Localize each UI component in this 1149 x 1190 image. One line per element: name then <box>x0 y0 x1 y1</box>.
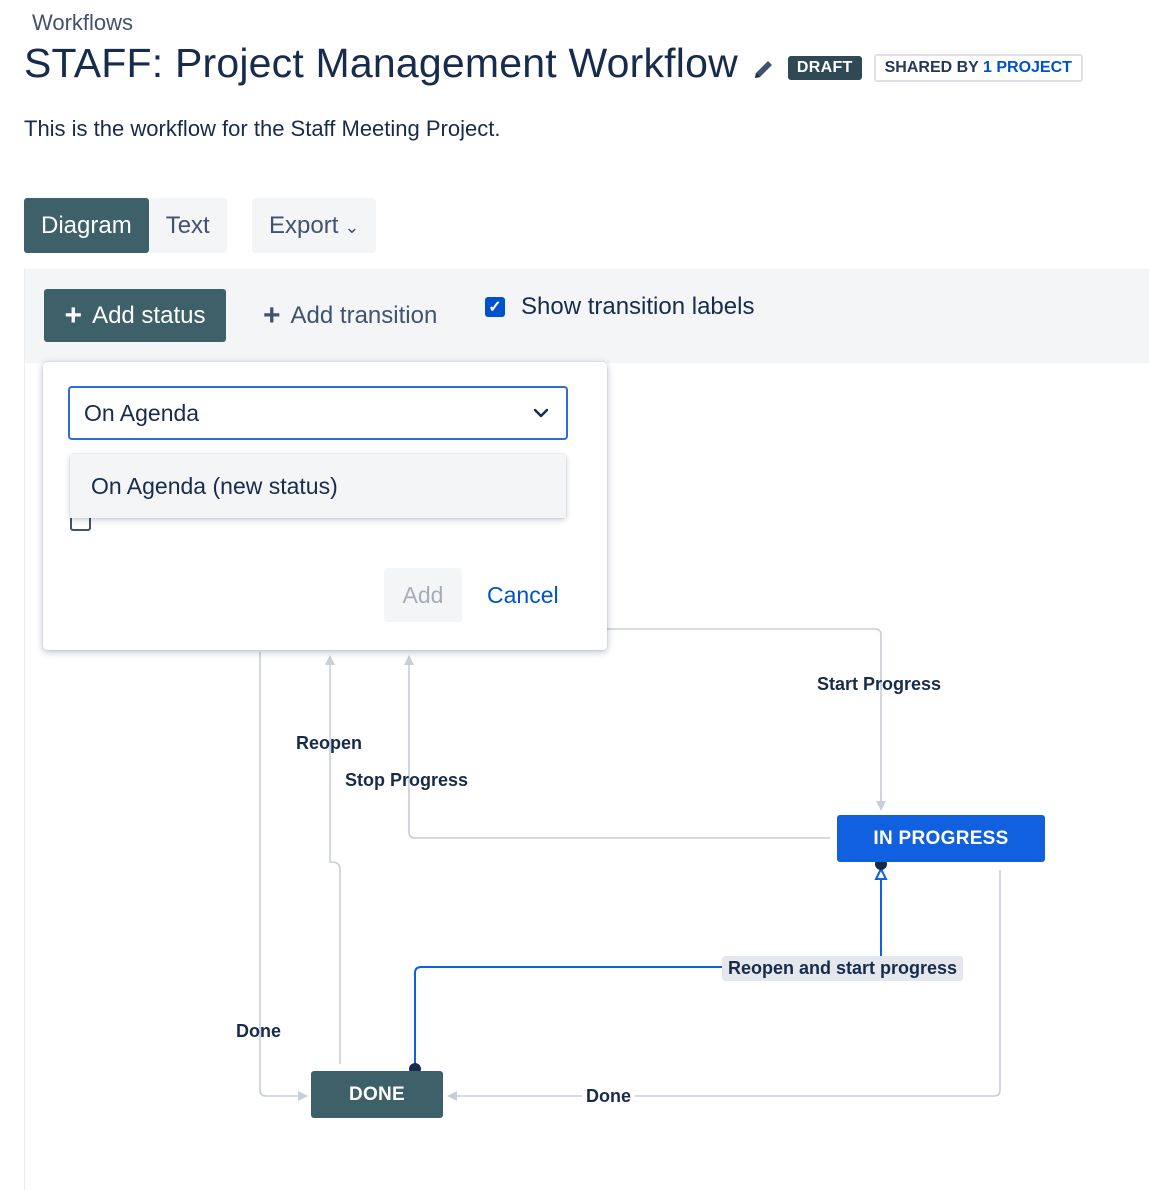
chevron-down-icon[interactable] <box>530 402 552 424</box>
shared-prefix: SHARED BY <box>884 58 979 76</box>
transition-label-done-left[interactable]: Done <box>236 1021 281 1041</box>
workflow-description: This is the workflow for the Staff Meeti… <box>24 116 501 141</box>
add-transition-label: Add transition <box>290 301 438 329</box>
page-title: STAFF: Project Management Workflow <box>24 40 738 86</box>
transition-done-bottom-line <box>447 870 1001 1101</box>
status-name-input[interactable]: On Agenda <box>68 386 568 440</box>
transition-label-stop-progress[interactable]: Stop Progress <box>345 770 469 790</box>
transition-label-done-bottom[interactable]: Done <box>582 1086 635 1107</box>
diagram-toolbar: + Add status + Add transition ✓ Show tra… <box>25 269 1149 363</box>
transition-start-progress-line <box>607 628 886 811</box>
export-label: Export <box>269 212 339 239</box>
chevron-down-icon: ⌄ <box>344 217 360 237</box>
status-node-in-progress[interactable]: IN PROGRESS <box>837 815 1045 862</box>
status-node-done[interactable]: DONE <box>311 1071 443 1118</box>
add-status-button[interactable]: + Add status <box>44 289 226 342</box>
add-button[interactable]: Add <box>384 568 462 622</box>
show-transition-labels-toggle: ✓ Show transition labels <box>485 293 754 321</box>
show-labels-checkbox[interactable]: ✓ <box>485 297 505 317</box>
tab-diagram[interactable]: Diagram <box>24 198 149 253</box>
pencil-icon[interactable] <box>752 57 776 81</box>
show-labels-label[interactable]: Show transition labels <box>521 293 755 320</box>
view-tabs: Diagram Text <box>24 198 227 253</box>
status-input-value: On Agenda <box>84 399 200 426</box>
transition-label-start-progress[interactable]: Start Progress <box>817 674 942 694</box>
transition-done-left-line <box>259 652 308 1101</box>
add-status-label: Add status <box>92 301 206 329</box>
breadcrumb[interactable]: Workflows <box>32 10 134 35</box>
transition-stop-progress-line <box>404 655 830 839</box>
title-row: STAFF: Project Management Workflow DRAFT… <box>24 40 1083 87</box>
plus-icon: + <box>263 298 281 332</box>
transition-label-reopen-and-start[interactable]: Reopen and start progress <box>722 956 964 981</box>
shared-project-link[interactable]: 1 PROJECT <box>983 58 1072 76</box>
status-options-menu: On Agenda (new status) <box>70 454 566 518</box>
export-dropdown-button[interactable]: Export⌄ <box>252 198 377 253</box>
shared-badge: SHARED BY 1 PROJECT <box>873 53 1083 82</box>
tab-text[interactable]: Text <box>148 198 227 253</box>
transition-reopen-line <box>325 655 341 1064</box>
plus-icon: + <box>64 298 83 332</box>
transition-label-reopen[interactable]: Reopen <box>296 733 363 753</box>
add-status-dialog: On Agenda On Agenda (new status) Add Can… <box>43 362 607 650</box>
cancel-button[interactable]: Cancel <box>487 581 559 608</box>
draft-badge: DRAFT <box>787 55 862 80</box>
status-option-new[interactable]: On Agenda (new status) <box>70 454 566 518</box>
add-transition-button[interactable]: + Add transition <box>263 289 437 342</box>
